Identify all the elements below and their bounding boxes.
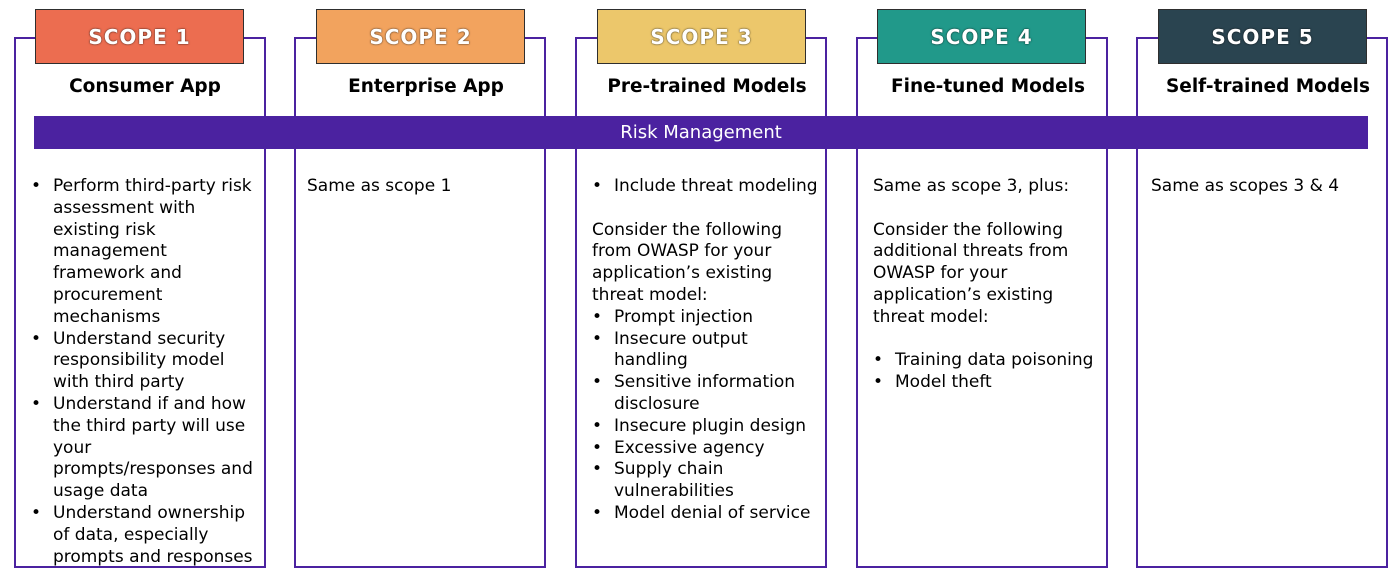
scope-2-title: Enterprise App	[348, 76, 504, 97]
scope-1-header: SCOPE 1	[35, 9, 244, 64]
risk-management-label: Risk Management	[620, 122, 782, 143]
scope-5-body: Same as scopes 3 & 4	[1151, 176, 1383, 198]
scope-5-text: Same as scopes 3 & 4	[1151, 176, 1340, 196]
scope-2-header: SCOPE 2	[316, 9, 525, 64]
scope-4-paragraph: Consider the following additional threat…	[873, 219, 1069, 327]
list-item: Include threat modeling	[592, 176, 824, 198]
list-item: Excessive agency	[592, 438, 824, 460]
list-item: Understand security responsibility model…	[31, 329, 259, 394]
scope-4-intro: Same as scope 3, plus:	[873, 176, 1070, 196]
list-item: Understand if and how the third party wi…	[31, 394, 259, 503]
list-item: Model theft	[873, 372, 1105, 394]
list-item: Insecure output handling	[592, 329, 824, 373]
scope-3-header: SCOPE 3	[597, 9, 806, 64]
scope-3-paragraph: Consider the following from OWASP for yo…	[592, 219, 782, 305]
scope-1-body: Perform third-party risk assessment with…	[31, 176, 259, 568]
list-item: Perform third-party risk assessment with…	[31, 176, 259, 329]
list-item: Training data poisoning	[873, 350, 1105, 372]
scope-4-header: SCOPE 4	[877, 9, 1086, 64]
list-item: Understand ownership of data, especially…	[31, 503, 259, 568]
scope-2-body: Same as scope 1	[307, 176, 539, 198]
list-item: Insecure plugin design	[592, 416, 824, 438]
scope-5-header: SCOPE 5	[1158, 9, 1367, 64]
risk-management-bar: Risk Management	[34, 116, 1368, 149]
scope-3-body: Include threat modeling Consider the fol…	[592, 176, 824, 525]
list-item: Prompt injection	[592, 307, 824, 329]
scope-5-title: Self-trained Models	[1165, 76, 1371, 97]
scope-3-title: Pre-trained Models	[607, 76, 807, 97]
list-item: Model denial of service	[592, 503, 824, 525]
list-item: Supply chain vulnerabilities	[592, 459, 824, 503]
scope-4-body: Same as scope 3, plus: Consider the foll…	[873, 176, 1105, 394]
list-item: Sensitive information disclosure	[592, 372, 824, 416]
scope-4-title: Fine-tuned Models	[890, 76, 1086, 97]
scope-1-title: Consumer App	[69, 76, 221, 97]
scope-2-text: Same as scope 1	[307, 176, 452, 196]
